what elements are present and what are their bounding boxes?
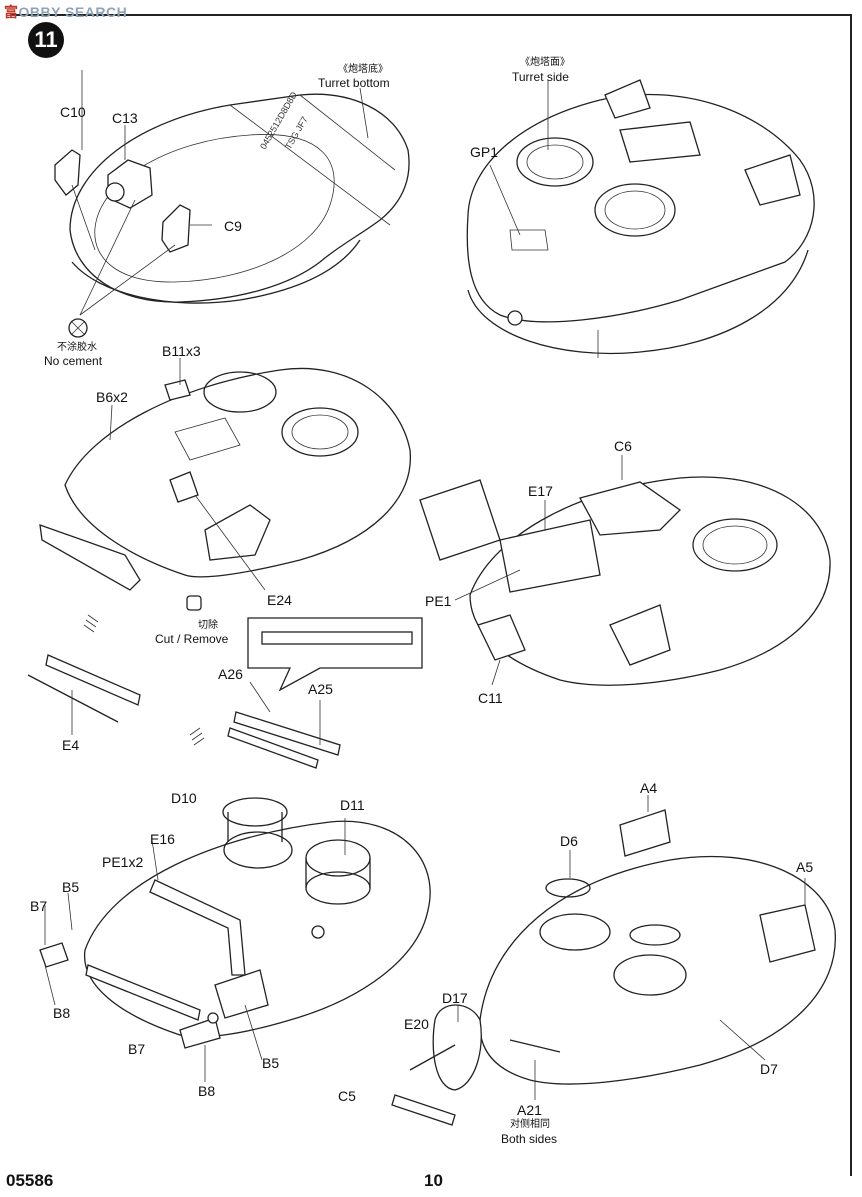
cut-cn: 切除 — [198, 620, 218, 631]
part-label-c9: C9 — [224, 218, 242, 234]
part-label-d7: D7 — [760, 1061, 778, 1077]
watermark-prefix: 富 — [4, 4, 19, 20]
part-label-gp1: GP1 — [470, 144, 499, 160]
turret-side-en: Turret side — [512, 70, 569, 84]
turret-upper-left-drawing — [39, 358, 411, 591]
turret-bottom-en: Turret bottom — [318, 76, 390, 90]
part-label-a5: A5 — [796, 859, 814, 875]
page-frame — [10, 14, 852, 1176]
part-label-b7-right: B7 — [128, 1041, 146, 1057]
turret-lower-right-drawing — [391, 795, 836, 1126]
part-label-a25: A25 — [308, 681, 333, 697]
turret-side-drawing — [466, 79, 815, 358]
turret-upper-right-drawing — [419, 455, 831, 686]
no-cement-cn: 不涂胶水 — [57, 342, 97, 353]
part-label-b5-right: B5 — [262, 1055, 280, 1071]
part-label-c5: C5 — [338, 1088, 356, 1104]
page-number: 10 — [424, 1171, 443, 1190]
part-label-d11: D11 — [340, 797, 365, 813]
part-label-b8-left: B8 — [53, 1005, 71, 1021]
both-sides-cn: 对侧相同 — [510, 1119, 550, 1130]
cut-en: Cut / Remove — [155, 632, 229, 646]
part-label-b7-left: B7 — [30, 898, 48, 914]
watermark-suffix: OBBY SEARCH — [18, 4, 128, 20]
turret-side-cn: 《炮塔面》 — [520, 57, 570, 68]
watermark-logo: 富OBBY SEARCH — [4, 2, 127, 22]
part-label-e20: E20 — [404, 1016, 429, 1032]
part-label-d6: D6 — [560, 833, 578, 849]
part-label-a4: A4 — [640, 780, 658, 796]
part-label-b5-left: B5 — [62, 879, 80, 895]
part-label-c10: C10 — [60, 104, 86, 120]
both-sides-en: Both sides — [501, 1132, 558, 1146]
part-label-c13: C13 — [112, 110, 138, 126]
part-text-2: TSG JF7 — [283, 115, 310, 151]
part-label-b6x2: B6x2 — [96, 389, 128, 405]
part-label-e24: E24 — [267, 592, 292, 608]
part-label-pe1x2: PE1x2 — [102, 854, 144, 870]
rail-parts-drawing — [27, 595, 423, 769]
step-number-badge: 11 — [28, 22, 64, 58]
part-label-e17: E17 — [528, 483, 553, 499]
part-label-d17: D17 — [442, 990, 468, 1006]
part-label-e4: E4 — [62, 737, 80, 753]
turret-lower-left-drawing — [39, 797, 431, 1082]
part-label-e16: E16 — [150, 831, 175, 847]
part-label-b11x3: B11x3 — [162, 343, 201, 359]
part-label-a21: A21 — [517, 1102, 542, 1118]
part-label-d10: D10 — [171, 790, 197, 806]
part-label-c11: C11 — [478, 690, 503, 706]
turret-bottom-cn: 《炮塔底》 — [338, 64, 388, 75]
no-cement-en: No cement — [44, 354, 103, 368]
part-label-c6: C6 — [614, 438, 632, 454]
turret-bottom-drawing: 0452512D8D8D TSG JF7 — [54, 70, 410, 338]
catalog-number: 05586 — [6, 1171, 54, 1190]
part-label-b8-right: B8 — [198, 1083, 216, 1099]
part-label-pe1: PE1 — [425, 593, 452, 609]
part-label-a26: A26 — [218, 666, 243, 682]
